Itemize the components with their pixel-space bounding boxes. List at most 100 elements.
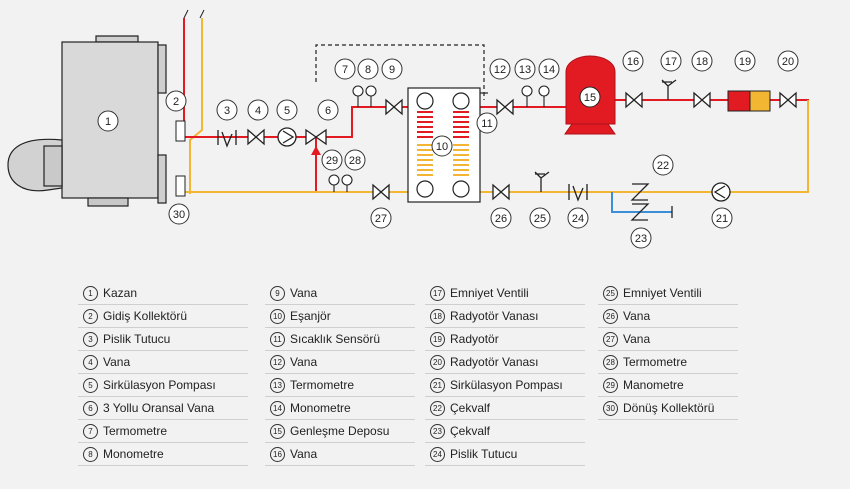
- svg-text:13: 13: [519, 64, 531, 76]
- legend-label: Termometre: [290, 378, 355, 392]
- legend-number: 9: [270, 285, 285, 301]
- valve-icon: [693, 91, 711, 109]
- legend-item: 16 Vana: [265, 443, 415, 466]
- callout-18: 18: [691, 50, 713, 72]
- svg-text:29: 29: [326, 155, 338, 167]
- svg-text:24: 24: [572, 213, 584, 225]
- callout-5: 5: [276, 99, 298, 121]
- valve-icon: [372, 183, 390, 201]
- svg-text:12: 12: [494, 64, 506, 76]
- svg-text:11: 11: [481, 118, 492, 130]
- heat-exchanger: [407, 87, 481, 203]
- legend-number: 29: [603, 377, 618, 393]
- control-signal-line: [315, 44, 485, 100]
- legend-number: 19: [430, 331, 445, 347]
- legend-label: Sirkülasyon Pompası: [450, 378, 563, 392]
- callout-17: 17: [660, 50, 682, 72]
- svg-text:10: 10: [436, 141, 448, 153]
- legend-number: 25: [603, 285, 618, 301]
- legend-number: 28: [603, 354, 618, 370]
- legend-label: Emniyet Ventili: [623, 286, 702, 300]
- legend-number: 14: [270, 400, 285, 416]
- callout-11: 11: [476, 112, 498, 134]
- callout-24: 24: [567, 207, 589, 229]
- legend-item: 13 Termometre: [265, 374, 415, 397]
- legend-number: 16: [270, 446, 285, 462]
- legend-number: 23: [430, 423, 445, 439]
- supply-pipe-radiator: [615, 99, 809, 107]
- legend-number: 7: [83, 423, 98, 439]
- callout-12: 12: [489, 58, 511, 80]
- legend-label: Pislik Tutucu: [450, 447, 518, 461]
- valve-icon: [625, 91, 643, 109]
- valve-icon: [385, 98, 403, 116]
- supply-collector: [175, 120, 186, 142]
- svg-text:27: 27: [375, 213, 387, 225]
- legend-item: 25 Emniyet Ventili: [598, 282, 738, 305]
- svg-text:30: 30: [173, 209, 185, 221]
- callout-16: 16: [622, 50, 644, 72]
- return-collector: [175, 175, 186, 197]
- callout-13: 13: [514, 58, 536, 80]
- legend-item: 7 Termometre: [78, 420, 248, 443]
- legend-label: Çekvalf: [450, 401, 491, 415]
- return-riser: [189, 18, 203, 194]
- svg-text:5: 5: [284, 105, 290, 117]
- legend-item: 19 Radyotör: [425, 328, 585, 351]
- svg-text:22: 22: [657, 160, 669, 172]
- tank-label: 15: [584, 92, 596, 104]
- legend-label: Vana: [623, 309, 651, 323]
- radiator: [727, 90, 771, 112]
- svg-text:7: 7: [342, 64, 348, 76]
- valve-icon: [496, 98, 514, 116]
- svg-text:20: 20: [782, 56, 794, 68]
- check-valve-icon: [630, 183, 650, 221]
- legend-label: Vana: [290, 447, 318, 461]
- thermometer-gauge-icon: [328, 174, 353, 192]
- valve-icon: [779, 91, 797, 109]
- valve-icon: [247, 128, 265, 146]
- legend-number: 6: [83, 400, 98, 416]
- legend-label: Vana: [103, 355, 131, 369]
- svg-text:17: 17: [665, 56, 677, 68]
- pump-icon: [277, 127, 297, 147]
- legend-label: Çekvalf: [450, 424, 491, 438]
- legend-number: 10: [270, 308, 285, 324]
- legend-number: 26: [603, 308, 618, 324]
- callout-27: 27: [370, 207, 392, 229]
- thermometer-gauge-icon: [352, 85, 377, 107]
- callout-26: 26: [490, 207, 512, 229]
- svg-text:3: 3: [224, 105, 230, 117]
- svg-text:8: 8: [365, 64, 371, 76]
- callout-29: 29: [321, 149, 343, 171]
- legend-number: 13: [270, 377, 285, 393]
- legend-label: Dönüş Kollektörü: [623, 401, 715, 415]
- pump-icon: [711, 182, 731, 202]
- legend-label: Termometre: [103, 424, 168, 438]
- flow-arrow-icon: [311, 146, 321, 155]
- cold-water-pipe: [611, 192, 672, 213]
- svg-text:9: 9: [389, 64, 395, 76]
- three-way-valve-icon: [305, 128, 327, 146]
- callout-7: 7: [334, 58, 356, 80]
- legend-label: Pislik Tutucu: [103, 332, 171, 346]
- legend-label: Radyotör: [450, 332, 499, 346]
- legend-label: 3 Yollu Oransal Vana: [103, 401, 215, 415]
- legend-number: 15: [270, 423, 285, 439]
